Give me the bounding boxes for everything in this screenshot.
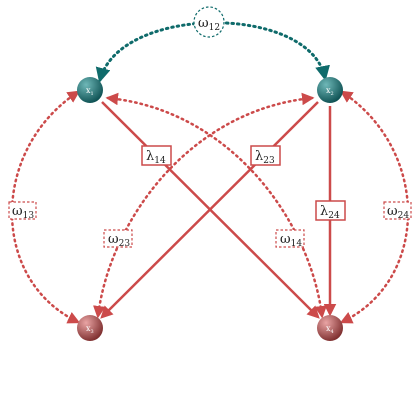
- edge-omega-14: [105, 92, 327, 319]
- edge-lambda-23: [100, 101, 319, 319]
- label-lambda-14: λ14: [141, 145, 172, 166]
- node-x2: x2: [317, 77, 343, 103]
- label-omega-13: ω13: [8, 201, 37, 221]
- svg-text:ω24: ω24: [387, 204, 409, 221]
- svg-text:ω12: ω12: [198, 16, 220, 33]
- svg-text:x3: x3: [86, 324, 94, 335]
- edges: [10, 21, 410, 324]
- svg-text:x4: x4: [326, 324, 334, 335]
- node-x1: x1: [77, 77, 103, 103]
- svg-text:λ23: λ23: [255, 149, 275, 166]
- svg-text:ω14: ω14: [280, 232, 302, 249]
- svg-text:λ14: λ14: [146, 149, 166, 166]
- nodes: x1 x2 x3 x4: [77, 77, 343, 341]
- label-omega-23: ω23: [103, 229, 133, 249]
- label-omega-12: ω12: [193, 6, 225, 38]
- label-lambda-23: λ23: [250, 145, 281, 166]
- label-omega-14: ω14: [275, 229, 305, 249]
- svg-text:x2: x2: [326, 86, 334, 97]
- label-lambda-24: λ24: [315, 200, 346, 221]
- svg-text:ω13: ω13: [12, 204, 34, 221]
- svg-text:λ24: λ24: [320, 204, 340, 221]
- label-omega-24: ω24: [383, 201, 412, 221]
- edge-labels: ω12 ω13 ω23 ω14 ω24 λ14 λ2: [8, 6, 412, 249]
- node-x3: x3: [77, 315, 103, 341]
- svg-text:ω23: ω23: [108, 232, 130, 249]
- node-x4: x4: [317, 315, 343, 341]
- svg-text:x1: x1: [86, 86, 94, 97]
